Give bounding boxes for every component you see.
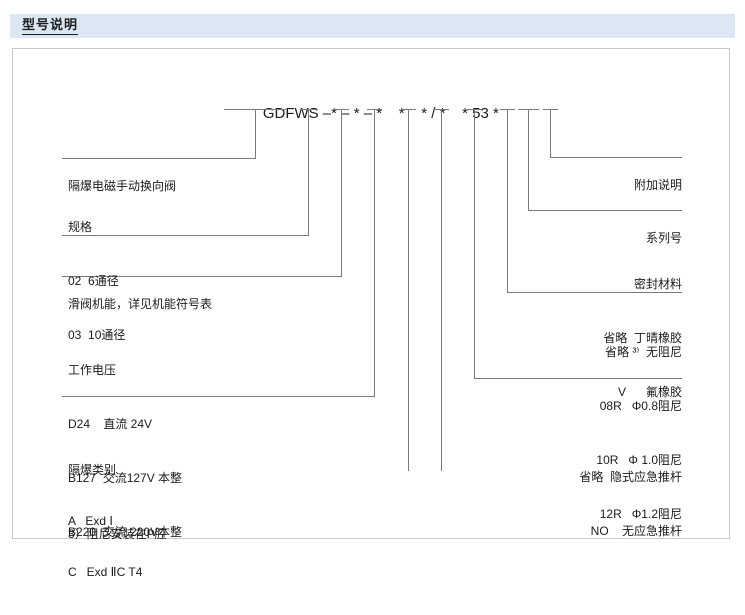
leader-h-spool-function <box>62 276 342 277</box>
section-header-bar <box>10 14 735 38</box>
specification-row-02: 02 6通径 <box>68 274 119 288</box>
sealing-material-v: V 氟橡胶 <box>617 385 682 399</box>
leader-v-emergency-push-rod <box>441 109 442 471</box>
code-gap-1 <box>382 105 399 122</box>
damping-12r: 12R Φ1.2阻尼 <box>599 507 682 521</box>
leader-v-damping <box>474 109 475 378</box>
code-sep-2: – <box>337 105 354 122</box>
leader-h-sealing-material <box>507 292 682 293</box>
damping-10r: 10R Φ 1.0阻尼 <box>596 453 682 467</box>
spool-function-row-0: 滑阀机能，详见机能符号表 <box>68 297 213 311</box>
block-working-voltage: 工作电压 D24 直流 24V B127 交流127V 本整 B220 交流 2… <box>68 325 182 577</box>
leader-v-spool-function <box>341 109 342 276</box>
series-number-row-0: 系列号 <box>645 231 682 245</box>
code-star-8: * <box>493 105 499 122</box>
working-voltage-b127: B127 交流127V 本整 <box>68 471 183 485</box>
leader-h-working-voltage <box>62 396 375 397</box>
code-star-5: * <box>421 105 428 122</box>
code-star-1: * <box>331 105 337 122</box>
sealing-material-default: 省略 丁晴橡胶 <box>603 331 682 345</box>
explosion-proof-title: 隔爆类别 <box>68 463 117 477</box>
leader-h-product-name <box>62 158 256 159</box>
page-title: 型号说明 <box>22 16 79 35</box>
emergency-push-rod-no: NO 无应急推杆 <box>590 524 682 538</box>
leader-v-sealing-material <box>507 109 508 292</box>
specification-title: 规格 <box>68 220 93 234</box>
block-emergency-push-rod: 省略 隐式应急推杆 NO 无应急推杆 <box>452 432 682 576</box>
code-gap-3 <box>445 105 462 122</box>
block-product-name: 隔爆电磁手动换向阀 <box>68 141 176 231</box>
block-spool-function: 滑阀机能，详见机能符号表 <box>68 259 212 349</box>
specification-row-03: 03 10通径 <box>68 328 126 342</box>
leader-h-specification <box>62 235 309 236</box>
block-additional-description: 附加说明 <box>482 140 682 230</box>
leader-h-damping <box>474 378 682 379</box>
block-damping: 省略 ³⁾ 无阻尼 08R Φ0.8阻尼 10R Φ 1.0阻尼 12R Φ1.… <box>452 307 682 559</box>
code-sep-3: – <box>359 105 377 122</box>
block-specification: 规格 02 6通径 03 10通径 <box>68 182 125 380</box>
diagram-frame <box>12 48 730 539</box>
emergency-push-rod-default: 省略 隐式应急推杆 <box>579 470 682 484</box>
code-star-4: * <box>398 105 405 122</box>
working-voltage-b220: B220 交流 220V本整 <box>68 525 183 539</box>
code-star-7: * <box>462 105 468 122</box>
code-sep-1: – <box>318 105 332 122</box>
model-designation-diagram: 型号说明 GDFWS –* – * – * * * / * * 53 * <box>0 14 745 579</box>
code-star-6: * <box>439 105 446 122</box>
code-slash: / <box>427 105 440 122</box>
block-sealing-material: 密封材料 省略 丁晴橡胶 V 氟橡胶 <box>452 239 682 437</box>
sealing-material-title: 密封材料 <box>633 277 682 291</box>
code-star-3: * <box>376 105 383 122</box>
footnote-damping-location: 3）阻尼安装在P腔 <box>68 489 167 579</box>
leader-h-series-number <box>528 210 682 211</box>
product-name-row-0: 隔爆电磁手动换向阀 <box>68 179 177 193</box>
block-series-number: 系列号 <box>482 193 682 283</box>
leader-v-additional-description <box>550 109 551 157</box>
leader-v-specification <box>308 109 309 235</box>
damping-default: 省略 ³⁾ 无阻尼 <box>605 345 682 359</box>
damping-08r: 08R Φ0.8阻尼 <box>599 399 682 413</box>
additional-description-row-0: 附加说明 <box>633 178 682 192</box>
leader-v-series-number <box>528 109 529 210</box>
working-voltage-d24: D24 直流 24V <box>68 417 153 431</box>
code-star-2: * <box>353 105 360 122</box>
code-brand: GDFWS <box>262 105 319 122</box>
working-voltage-title: 工作电压 <box>68 363 117 377</box>
leader-v-product-name <box>255 109 256 158</box>
leader-v-working-voltage <box>374 109 375 396</box>
model-code-line: GDFWS –* – * – * * * / * * 53 * <box>0 88 745 139</box>
footnote-text: 3）阻尼安装在P腔 <box>68 527 167 541</box>
leader-h-additional-description <box>550 157 682 158</box>
leader-v-explosion-proof <box>408 109 409 471</box>
explosion-proof-a: A Exd Ⅰ <box>68 514 113 528</box>
